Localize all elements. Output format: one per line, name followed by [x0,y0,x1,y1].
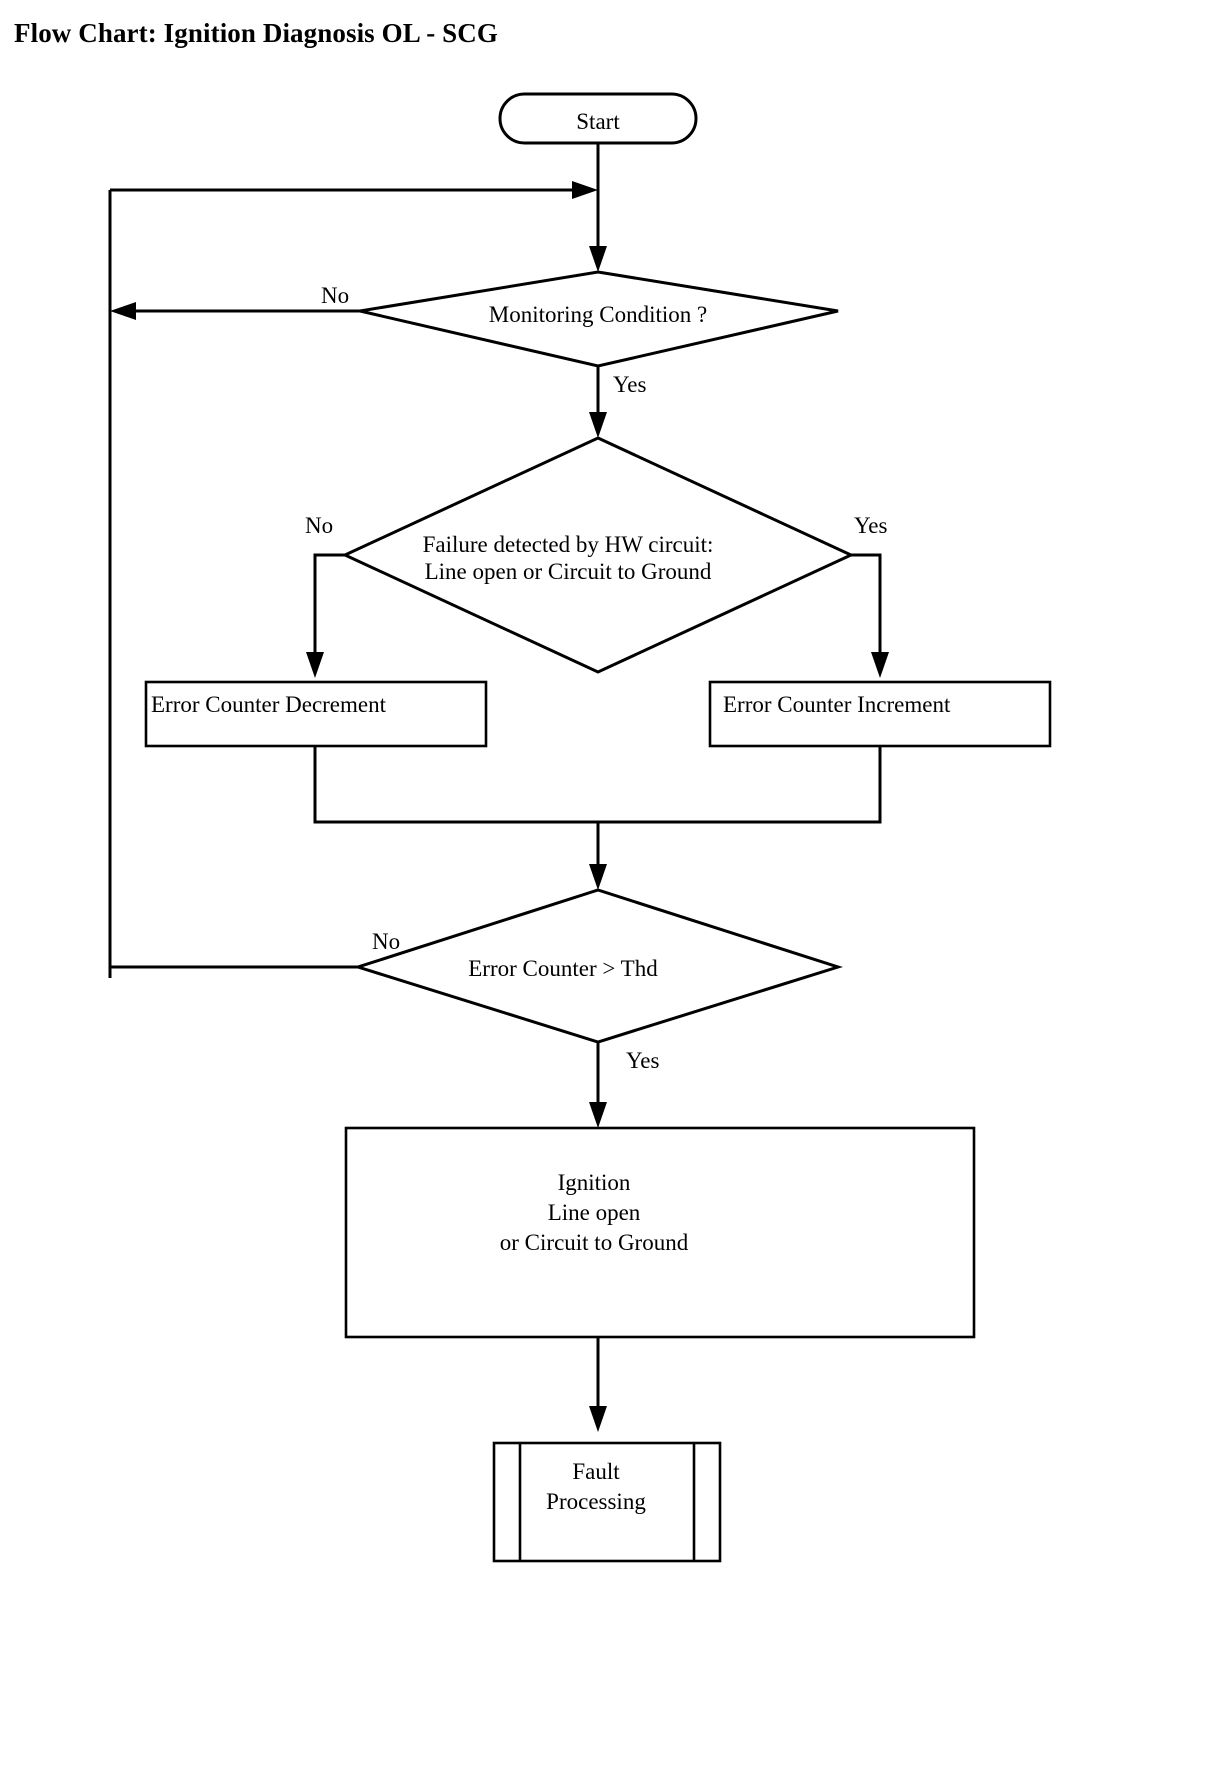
edge-label-threshold-yes: Yes [626,1048,660,1073]
edge-ignition-to-fault [589,1337,607,1432]
edge-loop-back-spine [108,181,598,978]
node-failure-detected-line1: Failure detected by HW circuit: [423,532,714,557]
edge-failure-yes [851,553,889,678]
edge-label-condition-no: No [321,283,349,308]
edge-counters-merge-to-threshold [313,746,882,890]
edge-label-threshold-no: No [372,929,400,954]
node-ignition-fault-line3: or Circuit to Ground [500,1230,689,1255]
edge-label-failure-no: No [305,513,333,538]
edge-label-failure-yes: Yes [854,513,888,538]
node-monitoring-condition-label: Monitoring Condition ? [489,302,708,327]
edge-start-to-condition [589,143,607,272]
edge-failure-no [306,553,345,678]
node-fault-processing[interactable]: Fault Processing [492,1441,722,1563]
edge-condition-yes [589,366,607,438]
edge-label-condition-yes: Yes [613,372,647,397]
node-start[interactable]: Start [498,92,698,145]
node-ignition-fault-line2: Line open [548,1200,641,1225]
node-start-label: Start [576,109,620,134]
node-fault-processing-line1: Fault [572,1459,620,1484]
page-title: Flow Chart: Ignition Diagnosis OL - SCG [14,18,498,48]
edge-condition-no [110,302,360,320]
node-error-counter-decrement[interactable]: Error Counter Decrement [144,680,488,748]
node-fault-processing-line2: Processing [546,1489,646,1514]
node-ignition-fault-line1: Ignition [558,1170,631,1195]
node-error-counter-threshold[interactable]: Error Counter > Thd [353,888,843,1044]
node-error-counter-decrement-label: Error Counter Decrement [151,692,387,717]
node-failure-detected[interactable]: Failure detected by HW circuit: Line ope… [341,436,855,674]
node-failure-detected-line2: Line open or Circuit to Ground [425,559,712,584]
edge-threshold-yes [589,1042,607,1128]
node-error-counter-increment-label: Error Counter Increment [723,692,951,717]
node-error-counter-threshold-label: Error Counter > Thd [468,956,658,981]
node-ignition-fault[interactable]: Ignition Line open or Circuit to Ground [344,1126,976,1339]
node-monitoring-condition[interactable]: Monitoring Condition ? [359,270,839,368]
node-error-counter-increment[interactable]: Error Counter Increment [708,680,1052,748]
